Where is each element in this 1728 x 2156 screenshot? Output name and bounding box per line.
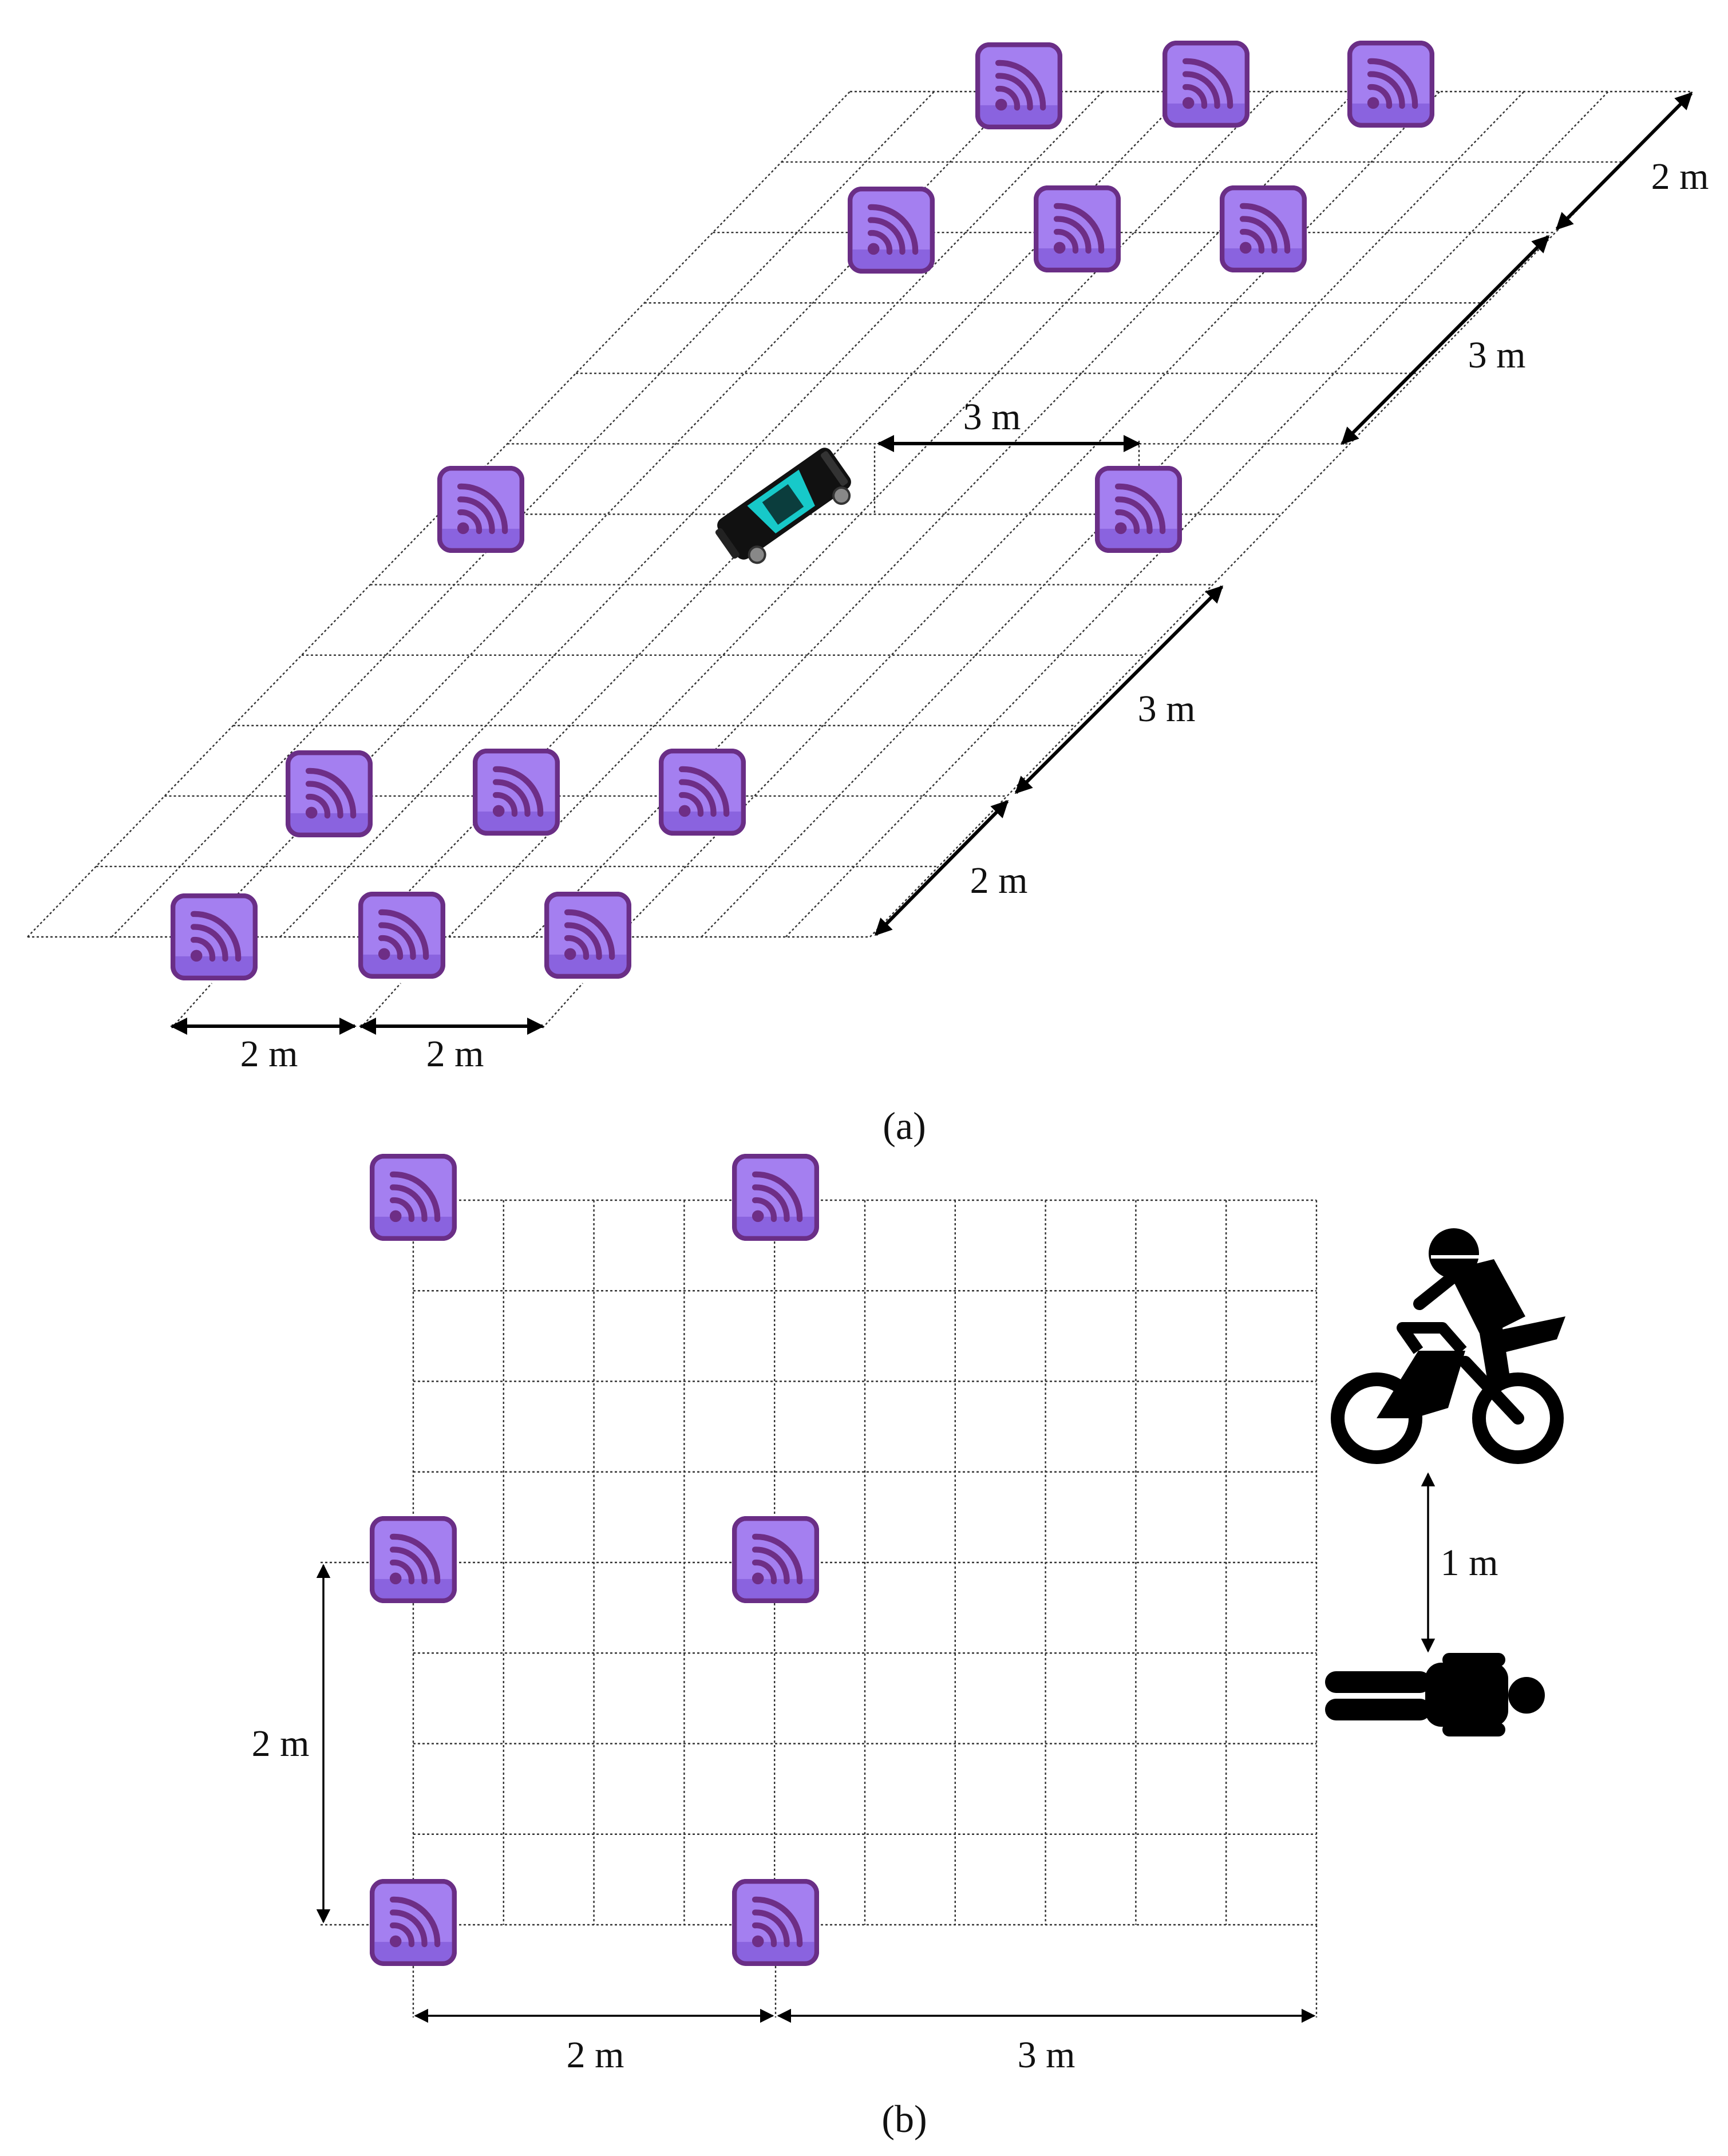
panel-b-grid bbox=[412, 1199, 1318, 1926]
wireless-signal-icon bbox=[288, 753, 370, 835]
wireless-signal-icon bbox=[361, 894, 443, 976]
wireless-signal-icon bbox=[372, 1518, 454, 1601]
dim-b-motorbike-person-label: 1 m bbox=[1441, 1542, 1498, 1584]
dim-a-top-right-upper-line bbox=[1555, 92, 1693, 231]
dim-a-car-to-node-label: 3 m bbox=[963, 396, 1021, 438]
dim-a-bottom-right-label: 2 m bbox=[426, 1033, 484, 1075]
wireless-signal-icon bbox=[661, 751, 744, 833]
dim-a-right-middle-label: 3 m bbox=[1138, 688, 1196, 730]
panel-a-dimension-lines bbox=[170, 92, 1693, 1035]
grid-line bbox=[360, 983, 401, 1028]
panel-b-caption: (b) bbox=[881, 2097, 927, 2141]
wireless-signal-icon bbox=[1036, 188, 1118, 270]
wireless-signal-icon bbox=[475, 751, 557, 833]
panel-a-caption: (a) bbox=[883, 1104, 926, 1148]
wireless-signal-icon bbox=[372, 1881, 454, 1964]
wireless-signal-icon bbox=[440, 468, 522, 551]
dim-a-right-middle-line bbox=[1014, 585, 1224, 794]
grid-line bbox=[542, 983, 583, 1028]
dim-b-vertical-left-label: 2 m bbox=[252, 1723, 310, 1765]
panel-b-dimension-lines bbox=[316, 1472, 1436, 2023]
grid-line bbox=[171, 983, 212, 1028]
dim-a-bottom-left-label: 2 m bbox=[240, 1033, 298, 1075]
dim-a-right-lower-label: 2 m bbox=[970, 860, 1028, 901]
wireless-signal-icon bbox=[1097, 468, 1180, 551]
dim-a-top-right-upper-label: 2 m bbox=[1651, 156, 1709, 197]
panel-b: 2 m 2 m 3 m 1 m (b) bbox=[252, 1156, 1565, 2141]
dim-a-top-right-lower-line bbox=[1341, 235, 1550, 445]
wireless-signal-icon bbox=[173, 896, 255, 978]
panel-a-labels: 2 m 2 m 2 m 3 m 3 m 3 m 2 m (a) bbox=[240, 156, 1709, 1148]
dim-b-bottom-right-label: 3 m bbox=[1018, 2034, 1075, 2076]
wireless-signal-icon bbox=[1350, 43, 1432, 125]
wireless-signal-icon bbox=[1222, 188, 1304, 270]
dim-a-right-lower-line bbox=[874, 800, 1009, 936]
wireless-signal-icon bbox=[734, 1881, 817, 1964]
panel-a: 2 m 2 m 2 m 3 m 3 m 3 m 2 m (a) bbox=[27, 43, 1709, 1148]
wireless-signal-icon bbox=[372, 1156, 454, 1239]
wireless-signal-icon bbox=[734, 1518, 817, 1601]
dim-a-top-right-lower-label: 3 m bbox=[1468, 334, 1526, 376]
lying-person-icon bbox=[1325, 1653, 1545, 1736]
panel-b-labels: 2 m 2 m 3 m 1 m (b) bbox=[252, 1542, 1498, 2141]
wireless-signal-icon bbox=[547, 894, 629, 976]
wireless-signal-icon bbox=[734, 1156, 817, 1239]
motorcycle-rider-icon bbox=[1331, 1228, 1565, 1464]
dim-b-bottom-left-label: 2 m bbox=[567, 2034, 624, 2076]
wireless-signal-icon bbox=[1165, 43, 1247, 125]
car-icon bbox=[715, 448, 851, 564]
wireless-signal-icon bbox=[978, 45, 1060, 127]
wireless-signal-icon bbox=[850, 189, 932, 271]
